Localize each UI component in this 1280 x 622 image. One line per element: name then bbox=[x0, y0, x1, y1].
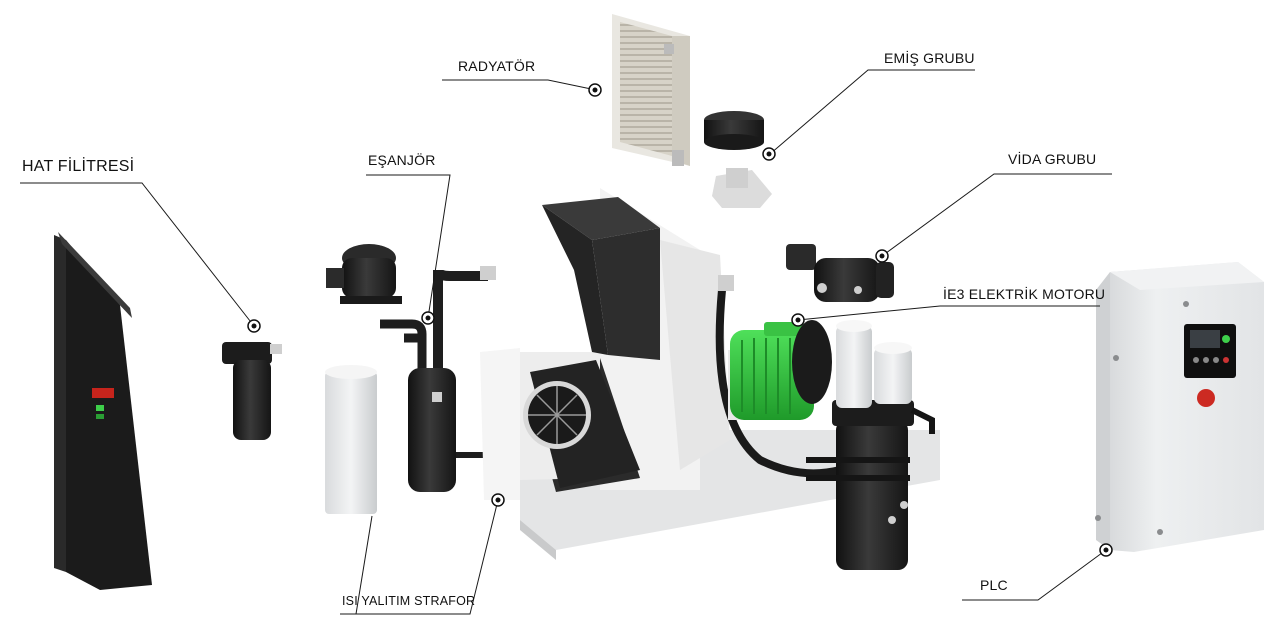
oil-separator-tank bbox=[806, 320, 935, 570]
screw-block bbox=[786, 244, 894, 302]
hose-fitting bbox=[718, 275, 734, 291]
marker-ie3 bbox=[791, 313, 805, 327]
label-radyator: RADYATÖR bbox=[458, 58, 536, 74]
leader-esanjor bbox=[366, 174, 451, 319]
marker-radyator bbox=[588, 83, 602, 97]
electric-motor bbox=[728, 320, 832, 420]
callout-markers bbox=[247, 83, 1113, 557]
dryer-compressor bbox=[326, 244, 402, 304]
marker-emis bbox=[762, 147, 776, 161]
line-filter bbox=[222, 342, 282, 440]
insulation-foam bbox=[325, 365, 377, 514]
label-ie3-motor: İE3 ELEKTRİK MOTORU bbox=[943, 286, 1106, 302]
marker-esanjor bbox=[421, 311, 435, 325]
marker-vida bbox=[875, 249, 889, 263]
leader-radyator bbox=[442, 79, 597, 91]
leader-isi-2 bbox=[355, 515, 373, 615]
leader-isi bbox=[340, 499, 499, 615]
intake-assembly bbox=[704, 111, 772, 208]
marker-isi bbox=[491, 493, 505, 507]
label-esanjor: EŞANJÖR bbox=[368, 152, 436, 168]
leader-hat bbox=[20, 182, 255, 327]
label-vida-grubu: VİDA GRUBU bbox=[1008, 151, 1097, 167]
label-plc: PLC bbox=[980, 577, 1008, 593]
label-hat-filitresi: HAT FİLİTRESİ bbox=[22, 158, 135, 175]
label-emis-grubu: EMİŞ GRUBU bbox=[884, 50, 975, 66]
marker-hat bbox=[247, 319, 261, 333]
leader-ie3 bbox=[797, 305, 1100, 321]
label-isi-yalitim: ISI YALITIM STRAFOR bbox=[342, 594, 476, 608]
leader-vida bbox=[881, 173, 1112, 257]
radiator bbox=[612, 14, 690, 166]
leader-emis bbox=[769, 69, 975, 155]
main-frame bbox=[480, 188, 940, 560]
leader-plc bbox=[962, 549, 1107, 601]
heat-exchanger bbox=[380, 266, 496, 492]
side-door-panel bbox=[54, 232, 152, 590]
plc-cabinet bbox=[1095, 262, 1264, 552]
oil-hose bbox=[715, 289, 841, 478]
air-duct-hood bbox=[542, 197, 660, 360]
marker-plc bbox=[1099, 543, 1113, 557]
leader-lines bbox=[20, 69, 1112, 615]
